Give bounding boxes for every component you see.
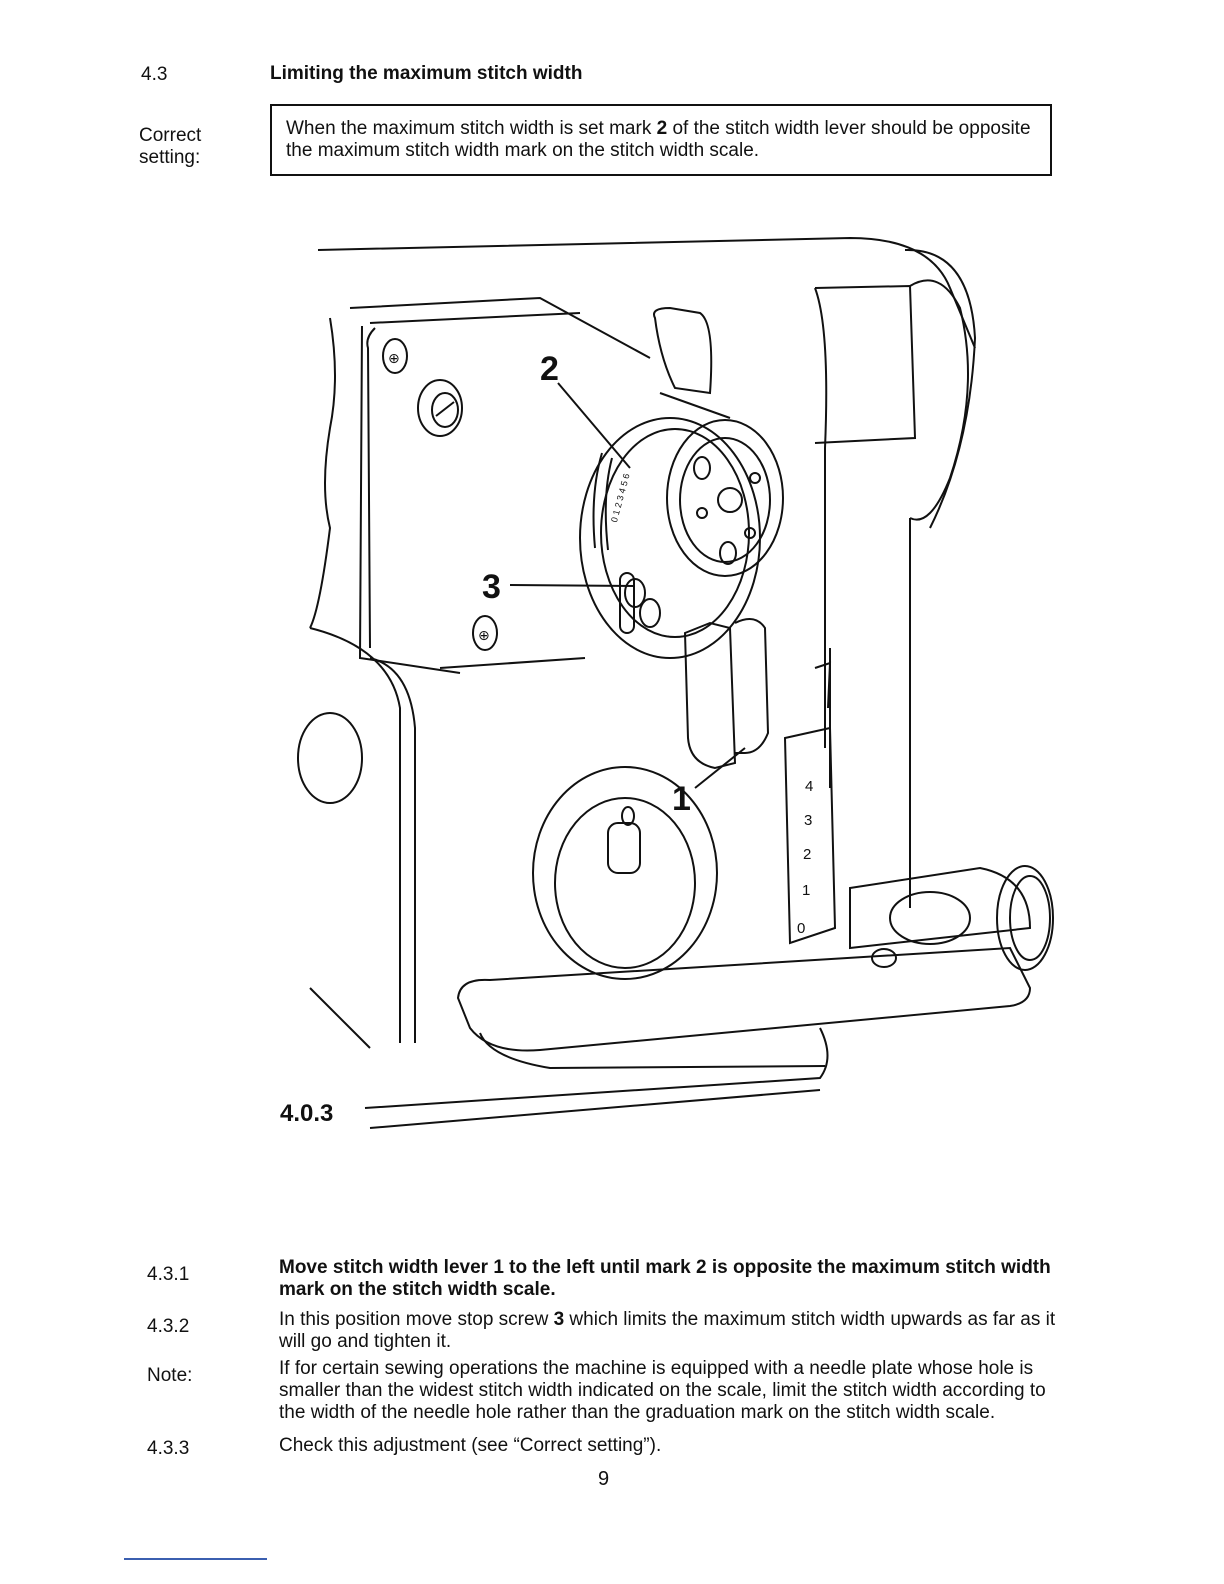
figure-illustration: ⊕ ⊕ 0 1 2 3 4 5 6 bbox=[290, 228, 1060, 1148]
footer-rule bbox=[124, 1558, 267, 1560]
step-number: 4.3.2 bbox=[147, 1316, 190, 1337]
step-number: 4.3.3 bbox=[147, 1438, 190, 1459]
step-number: 4.3.1 bbox=[147, 1264, 190, 1285]
scale-mark-1: 1 bbox=[802, 882, 810, 899]
scale-mark-4: 4 bbox=[805, 778, 813, 795]
callout-3: 3 bbox=[482, 568, 501, 606]
callout-2: 2 bbox=[540, 350, 559, 388]
step-ref: 3 bbox=[553, 1309, 565, 1330]
correct-setting-text-a: When the maximum stitch width is set mar… bbox=[286, 118, 657, 139]
callout-1: 1 bbox=[672, 780, 691, 818]
step-text: In this position move stop screw 3 which… bbox=[279, 1309, 1069, 1353]
scale-mark-2: 2 bbox=[803, 846, 811, 863]
note-label: Note: bbox=[147, 1365, 193, 1386]
section-number: 4.3 bbox=[141, 64, 168, 85]
scale-mark-3: 3 bbox=[804, 812, 812, 829]
correct-setting-text-b: of the stitch width lever should be oppo… bbox=[286, 118, 1031, 161]
note-text: If for certain sewing operations the mac… bbox=[279, 1358, 1046, 1423]
svg-text:⊕: ⊕ bbox=[388, 350, 400, 366]
page-number: 9 bbox=[598, 1468, 610, 1490]
step-text-b: which limits the maximum stitch width up… bbox=[279, 1309, 1056, 1352]
scale-mark-0: 0 bbox=[797, 920, 805, 937]
svg-text:⊕: ⊕ bbox=[478, 627, 490, 643]
section-title: Limiting the maximum stitch width bbox=[270, 63, 583, 84]
step-text: Check this adjustment (see “Correct sett… bbox=[279, 1435, 662, 1456]
dial-scale-marks: 0 1 2 3 4 5 6 bbox=[609, 472, 632, 523]
figure-caption: 4.0.3 bbox=[280, 1100, 334, 1127]
correct-setting-label: Correct setting: bbox=[139, 125, 202, 168]
correct-setting-box: When the maximum stitch width is set mar… bbox=[270, 104, 1052, 176]
correct-setting-mark: 2 bbox=[656, 118, 668, 139]
step-text: Move stitch width lever 1 to the left un… bbox=[279, 1257, 1051, 1300]
step-text-a: In this position move stop screw bbox=[279, 1309, 554, 1330]
